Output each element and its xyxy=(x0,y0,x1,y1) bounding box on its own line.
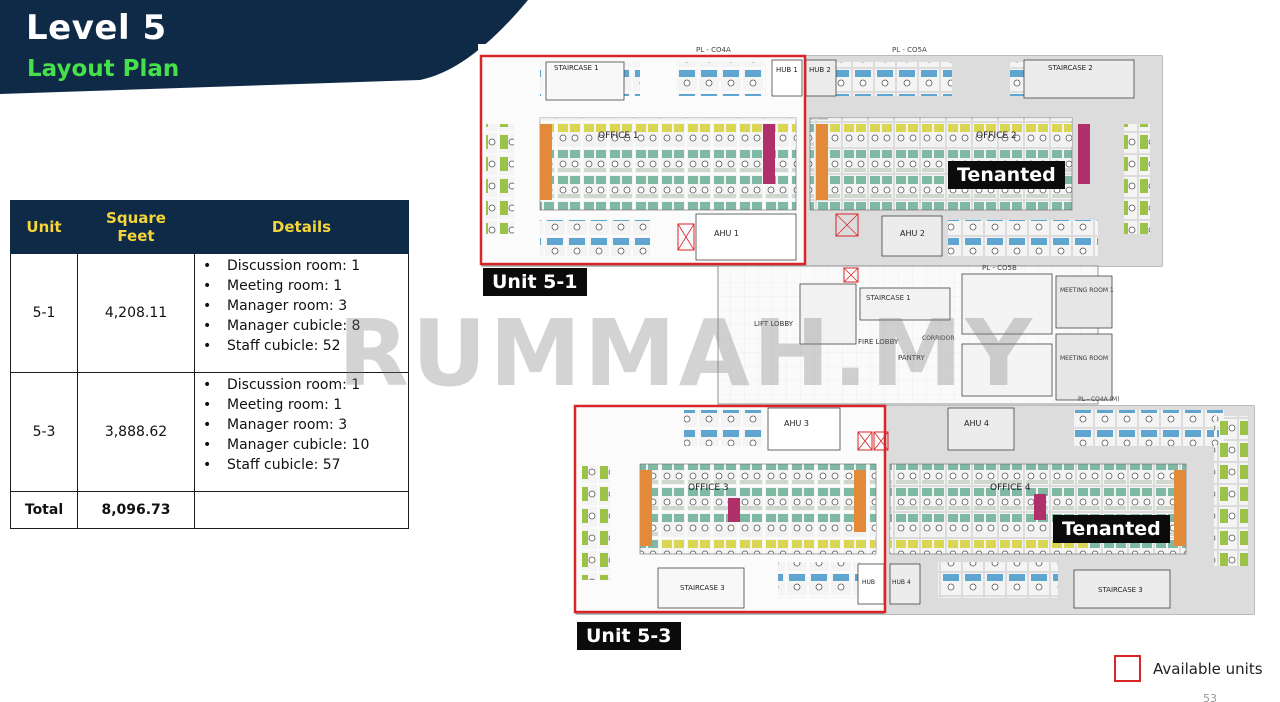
unit-5-1-label: Unit 5-1 xyxy=(483,268,587,296)
units-table: Unit Square Feet Details 5-1 4,208.11 Di… xyxy=(10,200,409,529)
cell-sqft: 3,888.62 xyxy=(77,372,195,492)
room-label-office2: OFFICE 2 xyxy=(976,131,1017,141)
cell-sqft: 4,208.11 xyxy=(77,253,195,373)
details-item: Manager room: 3 xyxy=(201,296,404,316)
cell-total-sqft: 8,096.73 xyxy=(77,491,195,529)
room-label-lift-lobby: LIFT LOBBY xyxy=(754,320,794,328)
col-header-unit: Unit xyxy=(10,200,78,254)
room-label-staircase1: STAIRCASE 1 xyxy=(554,64,599,72)
room-label-staircase3: STAIRCASE 3 xyxy=(680,584,725,592)
room-label-pantry: PANTRY xyxy=(898,354,925,362)
table-header-row: Unit Square Feet Details xyxy=(10,200,409,254)
details-list: Discussion room: 1 Meeting room: 1 Manag… xyxy=(201,256,404,356)
page-subtitle: Layout Plan xyxy=(27,56,180,82)
page-title: Level 5 xyxy=(26,8,167,48)
room-label-pl-co5b: PL - CO5B xyxy=(982,264,1017,272)
details-item: Manager cubicle: 10 xyxy=(201,435,404,455)
room-label-hub3: HUB xyxy=(862,579,875,586)
tenanted-label-lower: Tenanted xyxy=(1053,515,1170,543)
cell-details: Discussion room: 1 Meeting room: 1 Manag… xyxy=(194,253,409,373)
tenanted-label-upper: Tenanted xyxy=(948,161,1065,189)
details-list: Discussion room: 1 Meeting room: 1 Manag… xyxy=(201,375,404,475)
room-label-fire-lobby: FIRE LOBBY xyxy=(858,338,899,346)
cell-unit: 5-3 xyxy=(10,372,78,492)
room-label-pl-co5a: PL - CO5A xyxy=(892,46,927,54)
col-header-sqft: Square Feet xyxy=(77,200,195,254)
room-label-ahu2: AHU 2 xyxy=(900,229,925,238)
watermark: RUMMAH.MY xyxy=(338,300,1035,407)
details-item: Staff cubicle: 52 xyxy=(201,336,404,356)
room-label-staircase4: STAIRCASE 3 xyxy=(1098,586,1143,594)
unit-5-1-outline xyxy=(479,54,807,266)
col-header-details: Details xyxy=(194,200,409,254)
details-item: Meeting room: 1 xyxy=(201,395,404,415)
details-item: Manager cubicle: 8 xyxy=(201,316,404,336)
details-item: Meeting room: 1 xyxy=(201,276,404,296)
page-number: 53 xyxy=(1203,692,1217,702)
room-label-hub1: HUB 1 xyxy=(776,66,798,74)
room-label-meeting-room2: MEETING ROOM xyxy=(1060,355,1108,362)
room-label-ahu1: AHU 1 xyxy=(714,229,739,238)
room-label-ahu3: AHU 3 xyxy=(784,419,809,428)
details-item: Discussion room: 1 xyxy=(201,256,404,276)
header-banner-shape xyxy=(0,0,528,94)
table-total-row: Total 8,096.73 xyxy=(10,491,409,529)
room-label-staircase2: STAIRCASE 2 xyxy=(1048,64,1093,72)
room-label-office4: OFFICE 4 xyxy=(990,483,1031,493)
cell-total-details xyxy=(194,491,409,529)
room-label-office3: OFFICE 3 xyxy=(688,483,729,493)
room-label-staircase-core: STAIRCASE 1 xyxy=(866,294,911,302)
unit-5-3-label: Unit 5-3 xyxy=(577,622,681,650)
cell-details: Discussion room: 1 Meeting room: 1 Manag… xyxy=(194,372,409,492)
table-row: 5-3 3,888.62 Discussion room: 1 Meeting … xyxy=(10,372,409,492)
details-item: Manager room: 3 xyxy=(201,415,404,435)
unit-5-3-outline xyxy=(573,404,887,614)
cell-total-label: Total xyxy=(10,491,78,529)
room-label-pl-co4a-m: PL - CO4A (M) xyxy=(1078,396,1120,403)
legend-label: Available units xyxy=(1153,660,1263,678)
room-label-office1: OFFICE 1 xyxy=(598,131,639,141)
table-row: 5-1 4,208.11 Discussion room: 1 Meeting … xyxy=(10,253,409,373)
room-label-pl-co4a: PL - CO4A xyxy=(696,46,731,54)
legend-swatch-available xyxy=(1114,655,1141,682)
room-label-hub4: HUB 4 xyxy=(892,579,911,586)
room-label-ahu4: AHU 4 xyxy=(964,419,989,428)
cell-unit: 5-1 xyxy=(10,253,78,373)
details-item: Discussion room: 1 xyxy=(201,375,404,395)
room-label-corridor: CORRIDOR xyxy=(922,335,955,342)
room-label-hub2: HUB 2 xyxy=(809,66,831,74)
details-item: Staff cubicle: 57 xyxy=(201,455,404,475)
header-banner: Level 5 Layout Plan xyxy=(0,0,540,96)
room-label-meeting-room1: MEETING ROOM 1 xyxy=(1060,287,1114,294)
